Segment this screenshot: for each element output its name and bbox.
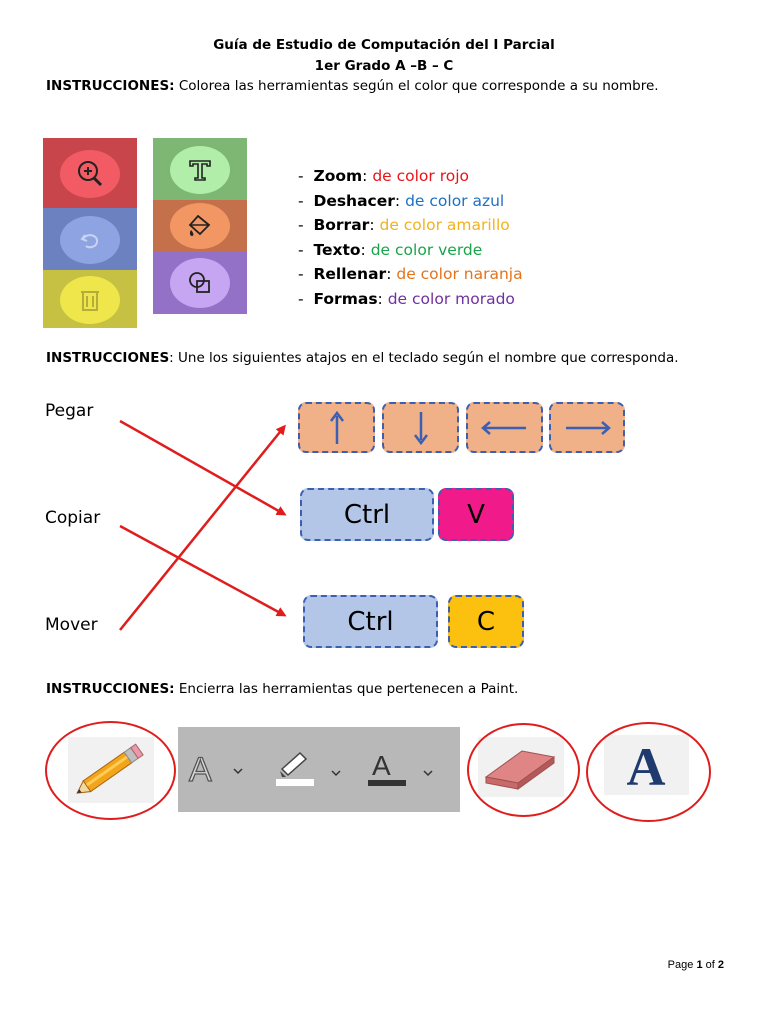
- instructions-label: INSTRUCCIONES: [46, 350, 170, 366]
- line-pegar-to-ctrl-v: [119, 419, 287, 516]
- arrow-right-key: [549, 402, 625, 453]
- text-toolbar: A A: [178, 727, 460, 812]
- highlighter-icon: [276, 751, 341, 786]
- shapes-tool-tile: [153, 252, 247, 314]
- legend-item-texto: - Texto: de color verde: [298, 240, 483, 259]
- shapes-icon: [170, 258, 230, 308]
- legend-item-formas: - Formas: de color morado: [298, 289, 515, 308]
- text-icon: [170, 146, 230, 194]
- arrow-down-key: [382, 402, 459, 453]
- arrow-up-icon: [329, 410, 344, 444]
- line-copiar-to-ctrl-c: [119, 524, 287, 617]
- fill-bucket-icon: [170, 203, 230, 249]
- c-key: C: [448, 595, 524, 648]
- fill-tool-tile: [153, 200, 247, 252]
- legend-item-borrar: - Borrar: de color amarillo: [298, 216, 510, 234]
- arrow-left-icon: [480, 420, 526, 435]
- legend-item-rellenar: - Rellenar: de color naranja: [298, 265, 523, 283]
- v-key: V: [438, 488, 514, 541]
- page-subtitle: 1er Grado A –B – C: [314, 58, 454, 74]
- page-title: Guía de Estudio de Computación del I Par…: [213, 37, 555, 53]
- legend-item-deshacer: - Deshacer: de color azul: [298, 191, 505, 210]
- word-mover: Mover: [45, 615, 98, 635]
- arrow-up-key: [298, 402, 375, 453]
- line-mover-to-arrows: [119, 424, 286, 631]
- instructions-3: INSTRUCCIONES: Encierra las herramientas…: [46, 679, 736, 700]
- svg-text:A: A: [189, 751, 212, 789]
- undo-icon: [60, 216, 120, 264]
- arrow-down-icon: [413, 411, 428, 445]
- instructions-text: : Une los siguientes atajos en el teclad…: [169, 350, 679, 366]
- text-outline-icon: A: [188, 750, 243, 789]
- trash-tool-tile: [43, 270, 137, 328]
- zoom-in-icon: [60, 150, 120, 198]
- undo-tool-tile: [43, 208, 137, 270]
- zoom-tool-tile: [43, 138, 137, 208]
- word-pegar: Pegar: [45, 401, 94, 421]
- instructions-label: INSTRUCCIONES:: [46, 681, 175, 697]
- legend-item-zoom: - Zoom: de color rojo: [298, 167, 470, 185]
- instructions-2: INSTRUCCIONES: Une los siguientes atajos…: [46, 348, 736, 369]
- circle-pencil: [45, 721, 176, 820]
- page-number: Page 1 of 2: [667, 959, 724, 971]
- svg-text:A: A: [372, 750, 391, 781]
- arrow-right-icon: [566, 420, 611, 435]
- instructions-text: Encierra las herramientas que pertenecen…: [178, 681, 519, 697]
- font-color-icon: A: [368, 750, 433, 786]
- instructions-1: INSTRUCCIONES: Colorea las herramientas …: [46, 76, 736, 97]
- color-legend: - Zoom: de color rojo - Deshacer: de col…: [298, 164, 523, 311]
- instructions-label: INSTRUCCIONES:: [46, 78, 175, 94]
- circle-eraser: [467, 723, 580, 817]
- ctrl-key: Ctrl: [303, 595, 438, 648]
- arrow-left-key: [466, 402, 543, 453]
- instructions-text: Colorea las herramientas según el color …: [178, 78, 659, 94]
- trash-icon: [60, 276, 120, 324]
- ctrl-key: Ctrl: [300, 488, 434, 541]
- circle-font-a: [586, 722, 711, 822]
- word-copiar: Copiar: [45, 508, 101, 528]
- text-tool-tile: [153, 138, 247, 200]
